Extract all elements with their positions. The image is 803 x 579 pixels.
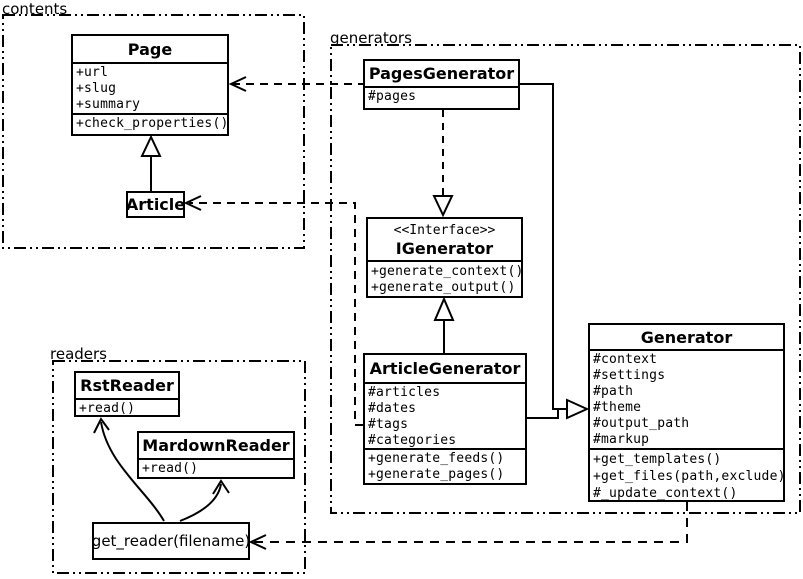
dependency-generator-to-getreader (248, 502, 688, 550)
method: #_update_context() (593, 486, 738, 500)
attribute: #theme (593, 400, 642, 415)
function-get-reader: get_reader(filename) (92, 522, 250, 560)
method: +generate_output() (371, 280, 516, 295)
class-generator-name: Generator (640, 327, 733, 347)
package-label-generators: generators (330, 29, 412, 47)
attribute: #settings (593, 368, 666, 383)
method: +check_properties() (76, 116, 227, 131)
attribute: +summary (76, 97, 141, 112)
class-page-attributes: +url +slug +summary (73, 62, 227, 113)
arrow-getreader-to-mardownreader (179, 479, 230, 522)
class-rstreader-name: RstReader (80, 376, 174, 395)
package-label-contents: contents (2, 0, 68, 18)
attribute: #dates (368, 401, 417, 416)
class-articlegenerator-methods: +generate_feeds() +generate_pages() (365, 448, 525, 483)
class-mardownreader-methods: +read() (139, 458, 293, 477)
class-article: Article (126, 191, 185, 218)
generalization-to-generator (520, 83, 590, 420)
class-rstreader: RstReader +read() (74, 371, 180, 417)
class-page-name: Page (127, 39, 173, 59)
realization-pagesgenerator-to-igenerator (432, 110, 454, 218)
class-pagesgenerator: PagesGenerator #pages (363, 59, 520, 110)
class-page: Page +url +slug +summary +check_properti… (71, 34, 229, 136)
class-igenerator-methods: +generate_context() +generate_output() (368, 260, 521, 296)
package-label-readers: readers (50, 345, 107, 363)
class-page-methods: +check_properties() (73, 113, 227, 134)
stereotype-interface: <<Interface>> (393, 223, 496, 238)
function-get-reader-label: get_reader(filename) (91, 532, 251, 550)
class-articlegenerator: ArticleGenerator #articles #dates #tags … (363, 353, 527, 485)
class-mardownreader: MardownReader +read() (137, 431, 295, 479)
method: +generate_feeds() (368, 451, 505, 466)
class-igenerator-header: <<Interface>> IGenerator (368, 219, 521, 260)
method: +read() (142, 461, 199, 476)
attribute: #output_path (593, 416, 690, 431)
class-generator-methods: +get_templates() +get_files(path,exclude… (590, 448, 783, 500)
generalization-articlegenerator-to-igenerator (433, 296, 455, 353)
generalization-article-to-page (140, 134, 162, 191)
attribute: #markup (593, 432, 650, 447)
class-rstreader-methods: +read() (76, 398, 178, 415)
package-border-generators (330, 44, 801, 514)
class-article-name: Article (128, 195, 183, 214)
attribute: #pages (368, 89, 417, 104)
arrow-getreader-to-rstreader (93, 417, 165, 522)
attribute: #path (593, 384, 634, 399)
attribute: #context (593, 352, 658, 367)
class-generator: Generator #context #settings #path #them… (588, 323, 785, 502)
dependency-pagesgenerator-to-page (228, 76, 363, 92)
method: +get_files(path,exclude) (593, 469, 783, 484)
attribute: +url (76, 65, 109, 80)
attribute: +slug (76, 81, 117, 96)
attribute: #categories (368, 433, 457, 448)
method: +generate_context() (371, 264, 521, 279)
attribute: #tags (368, 417, 409, 432)
attribute: #articles (368, 385, 441, 400)
method: +read() (79, 401, 136, 415)
class-pagesgenerator-name: PagesGenerator (368, 64, 515, 83)
class-mardownreader-name: MardownReader (142, 436, 290, 455)
class-pagesgenerator-attributes: #pages (365, 86, 518, 108)
class-generator-attributes: #context #settings #path #theme #output_… (590, 349, 783, 448)
class-igenerator-name: IGenerator (395, 239, 494, 258)
dependency-articlegenerator-to-article (183, 195, 363, 426)
class-articlegenerator-attributes: #articles #dates #tags #categories (365, 382, 525, 448)
package-border-contents (2, 14, 305, 249)
method: +get_templates() (593, 452, 722, 467)
package-border-readers (52, 360, 306, 574)
class-igenerator: <<Interface>> IGenerator +generate_conte… (366, 217, 523, 298)
class-articlegenerator-name: ArticleGenerator (369, 359, 521, 378)
method: +generate_pages() (368, 467, 505, 482)
